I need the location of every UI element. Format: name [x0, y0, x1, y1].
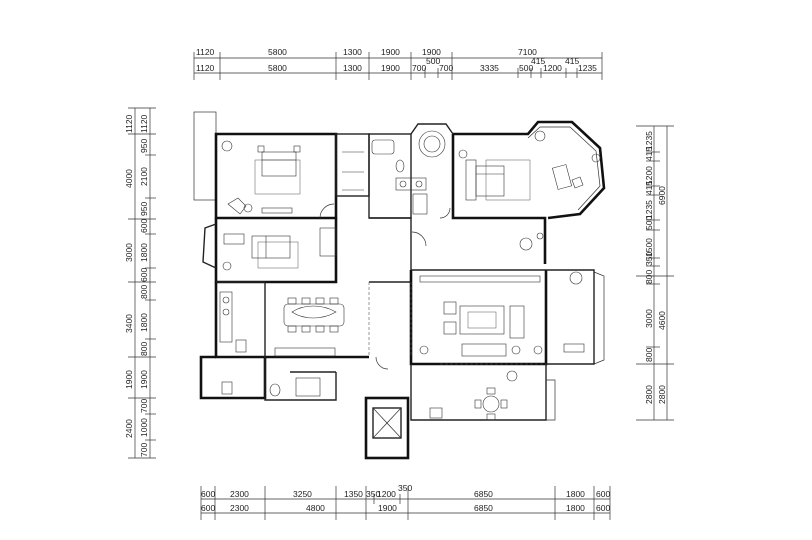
top-inner-dim-5: 500 — [426, 56, 440, 66]
top-outer-dim-1: 5800 — [268, 47, 287, 57]
left-outer-dim-0: 1120 — [124, 114, 134, 133]
bottom-outer-dim-0: 600 — [201, 503, 215, 513]
left-inner-dim-1: 950 — [139, 139, 149, 153]
top-outer-dim-4: 1900 — [422, 47, 441, 57]
terrace-table — [482, 395, 500, 413]
bottom-dimension-chain: 600 2300 3250 1350 350 1200 350 6850 180… — [200, 483, 610, 520]
left-inner-dim-6: 600 — [139, 268, 149, 282]
right-inner-dim-4: 1235 — [644, 200, 654, 219]
left-outer-dim-5: 2400 — [124, 419, 134, 438]
bottom-outer-dim-4: 6850 — [474, 503, 493, 513]
dining-table — [283, 303, 345, 327]
left-inner-dim-10: 1900 — [139, 370, 149, 389]
plan-walls — [193, 111, 606, 460]
left-inner-dim-12: 1000 — [139, 418, 149, 437]
top-inner-dim-8: 500 — [519, 63, 533, 73]
left-outer-dim-1: 4000 — [124, 169, 134, 188]
elevator-core — [364, 396, 410, 460]
coffee-table — [459, 305, 505, 335]
bottom-inner-dim-9: 600 — [596, 489, 610, 499]
left-inner-dim-7: 800 — [139, 285, 149, 299]
bottom-inner-dim-2: 3250 — [293, 489, 312, 499]
right-inner-dim-7: 350 — [644, 252, 654, 266]
left-inner-dim-8: 1800 — [139, 313, 149, 332]
bottom-outer-dim-6: 600 — [596, 503, 610, 513]
top-inner-dim-11: 415 — [565, 56, 579, 66]
top-inner-dim-3: 1900 — [381, 63, 400, 73]
left-inner-dim-0: 1120 — [139, 114, 149, 133]
bottom-inner-dim-4: 350 — [366, 489, 380, 499]
bottom-inner-dim-6: 350 — [398, 483, 412, 493]
left-inner-dim-9: 800 — [139, 342, 149, 356]
top-outer-dim-0: 1120 — [196, 47, 215, 57]
left-inner-dim-13: 700 — [139, 443, 149, 457]
left-inner-dim-4: 600 — [139, 219, 149, 233]
left-inner-dim-11: 700 — [139, 399, 149, 413]
bottom-inner-dim-1: 2300 — [230, 489, 249, 499]
furniture — [219, 130, 601, 421]
right-inner-dim-8: 800 — [644, 270, 654, 284]
top-inner-dim-9: 415 — [531, 56, 545, 66]
top-inner-dim-1: 5800 — [268, 63, 287, 73]
right-inner-dim-2: 1200 — [644, 166, 654, 185]
right-inner-dim-11: 2800 — [644, 385, 654, 404]
right-inner-dim-5: 500 — [644, 216, 654, 230]
top-inner-dim-2: 1300 — [343, 63, 362, 73]
right-dimension-chain: 1235 415 1200 415 1235 500 1500 350 800 … — [636, 125, 674, 421]
bottom-inner-dim-3: 1350 — [344, 489, 363, 499]
left-inner-dim-3: 950 — [139, 202, 149, 216]
left-outer-dim-3: 3400 — [124, 314, 134, 333]
top-inner-dim-10: 1200 — [543, 63, 562, 73]
left-inner-dim-5: 1800 — [139, 243, 149, 262]
top-outer-dim-2: 1300 — [343, 47, 362, 57]
bottom-outer-dim-2: 4800 — [306, 503, 325, 513]
left-inner-dim-2: 2100 — [139, 167, 149, 186]
right-inner-dim-3: 415 — [644, 181, 654, 195]
top-inner-dim-12: 1235 — [578, 63, 597, 73]
top-outer-dim-5: 7100 — [518, 47, 537, 57]
bottom-inner-dim-8: 1800 — [566, 489, 585, 499]
bottom-outer-dim-5: 1800 — [566, 503, 585, 513]
right-inner-dim-1: 415 — [644, 147, 654, 161]
left-dimension-chain: 1120 4000 3000 3400 1900 2400 1120 950 2… — [124, 107, 156, 459]
right-inner-dim-9: 3000 — [644, 309, 654, 328]
top-inner-dim-6: 700 — [439, 63, 453, 73]
right-outer-dim-1: 4600 — [657, 311, 667, 330]
bottom-outer-dim-3: 1900 — [378, 503, 397, 513]
right-outer-dim-0: 6900 — [657, 186, 667, 205]
bottom-inner-dim-5: 1200 — [377, 489, 396, 499]
top-outer-dim-3: 1900 — [381, 47, 400, 57]
top-inner-dim-4: 700 — [412, 63, 426, 73]
bottom-outer-dim-1: 2300 — [230, 503, 249, 513]
top-inner-dim-7: 3335 — [480, 63, 499, 73]
bottom-inner-dim-7: 6850 — [474, 489, 493, 499]
right-outer-dim-2: 2800 — [657, 385, 667, 404]
top-inner-dim-0: 1120 — [196, 63, 215, 73]
right-inner-dim-6: 1500 — [644, 238, 654, 257]
balcony-left-top — [193, 111, 217, 201]
bottom-inner-dim-0: 600 — [201, 489, 215, 499]
right-inner-dim-10: 800 — [644, 348, 654, 362]
top-dimension-chain: 1120 5800 1300 1900 1900 7100 1120 5800 … — [193, 47, 603, 80]
right-inner-dim-0: 1235 — [644, 131, 654, 150]
left-outer-dim-4: 1900 — [124, 370, 134, 389]
left-outer-dim-2: 3000 — [124, 243, 134, 262]
